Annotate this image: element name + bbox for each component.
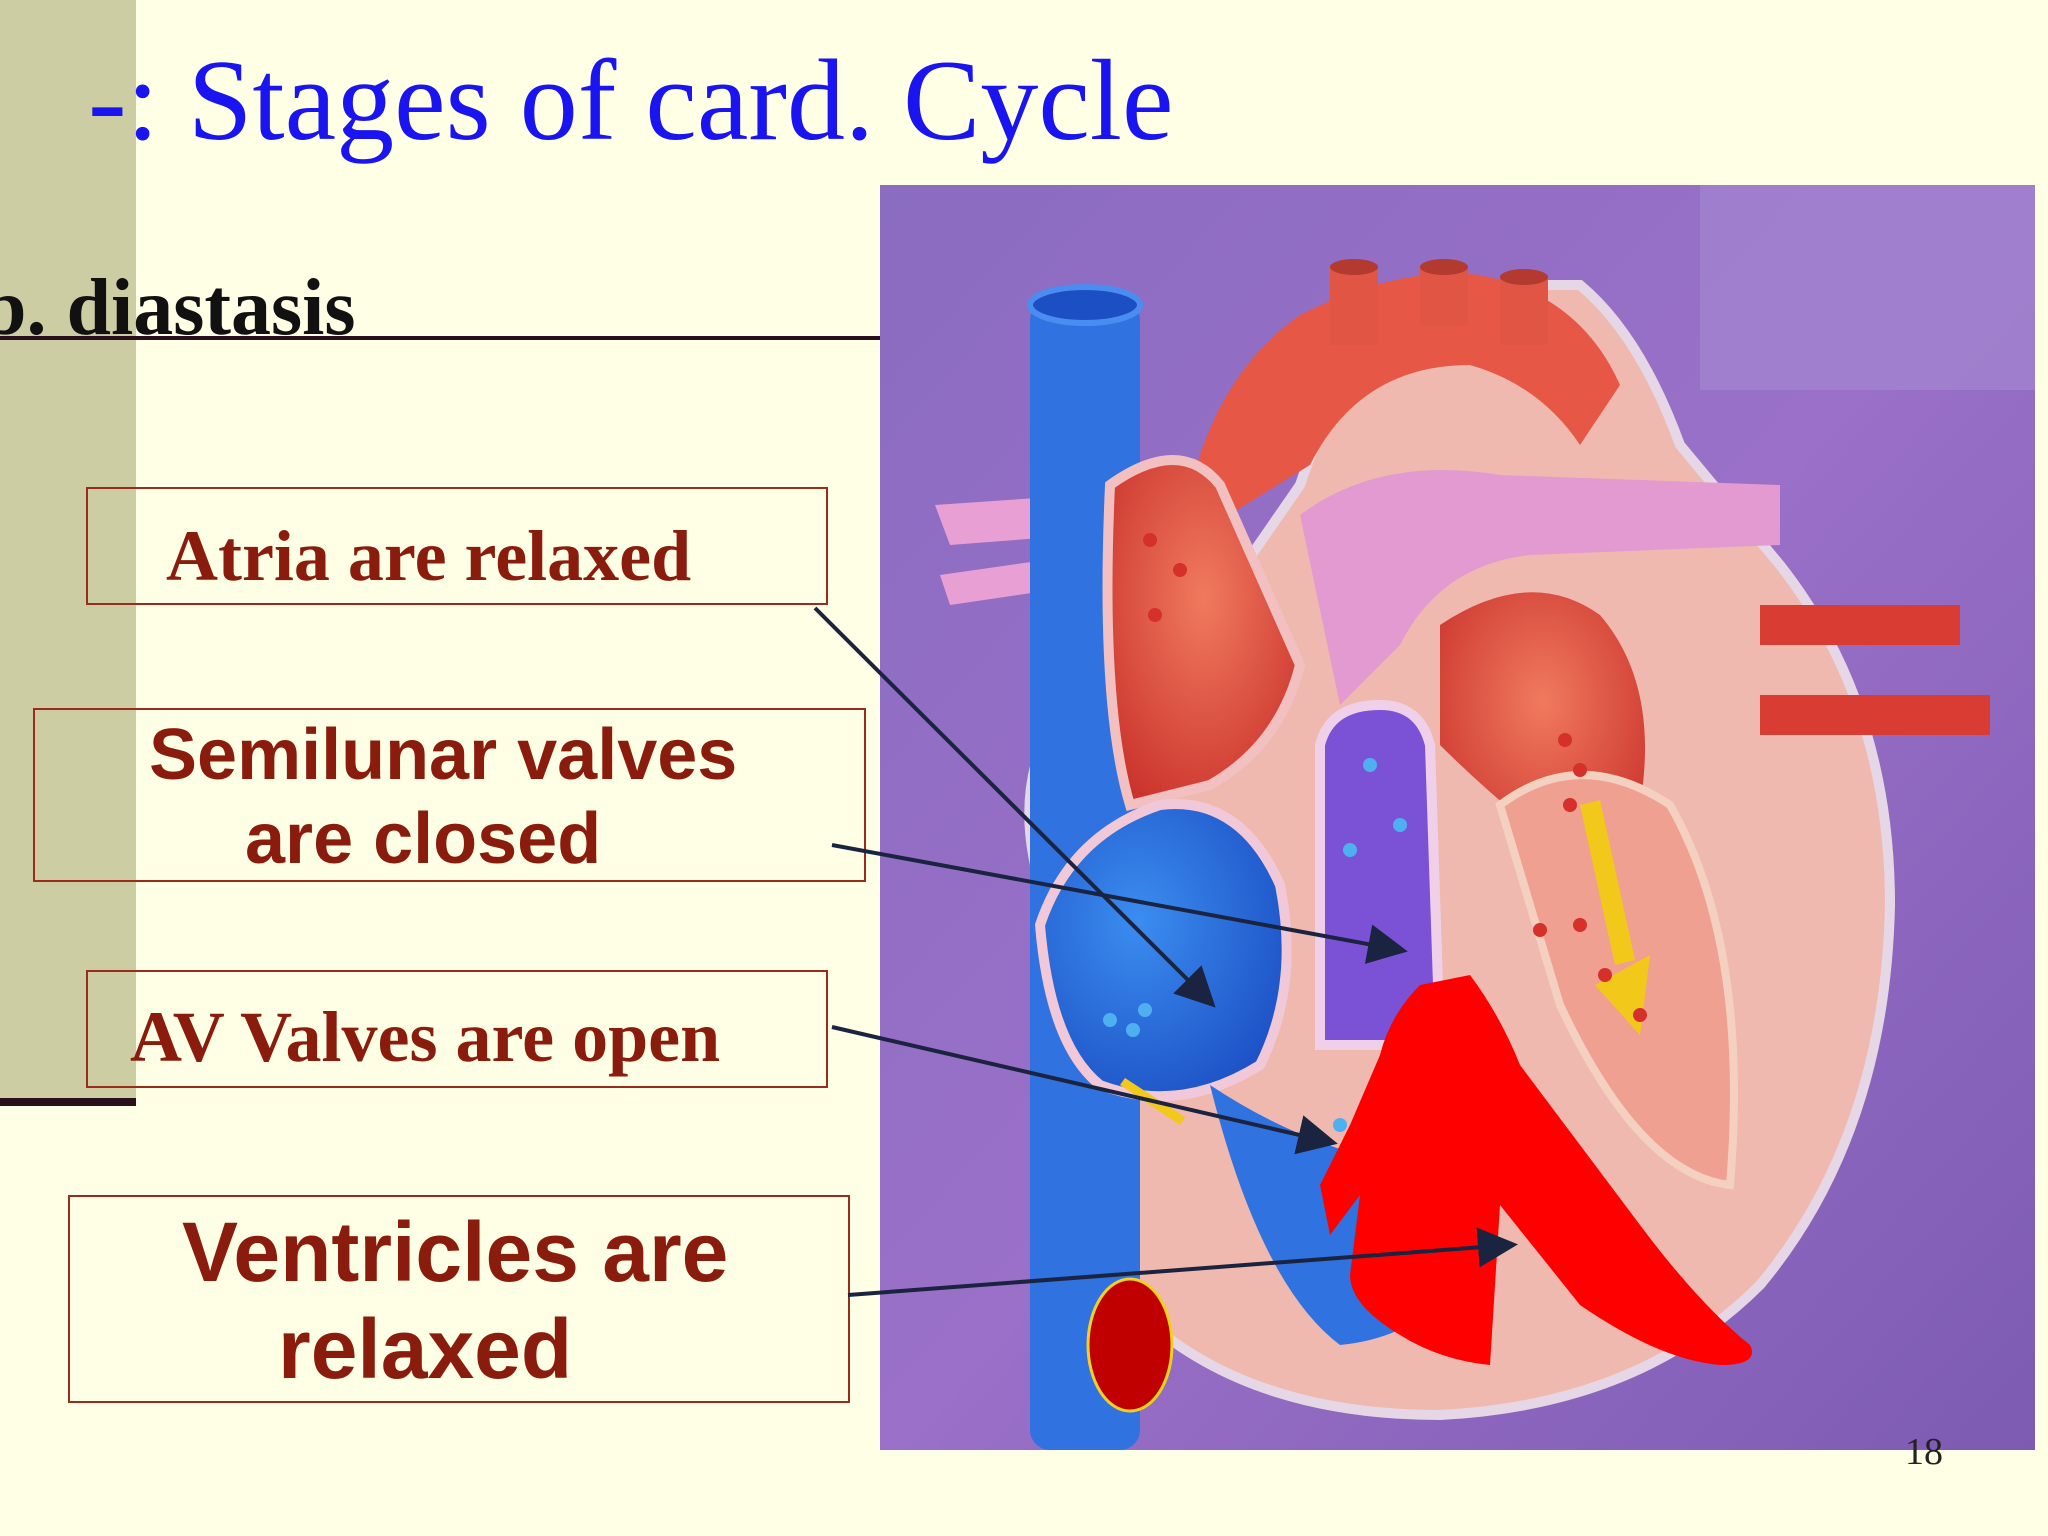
page-number: 18 xyxy=(1905,1431,1943,1473)
slide-sidebar xyxy=(0,0,136,1100)
sidebar-divider xyxy=(0,1098,136,1106)
slide-subtitle: b. diastasis xyxy=(0,264,356,352)
semilunar-label-line1: Semilunar valves xyxy=(149,715,738,795)
semilunar-label-line2: are closed xyxy=(245,799,602,879)
ventricles-label-box: Ventricles are relaxed xyxy=(68,1195,850,1403)
atria-label-box: Atria are relaxed xyxy=(86,487,828,605)
semilunar-label-box: Semilunar valves are closed xyxy=(33,708,866,882)
slide-title: -: Stages of card. Cycle xyxy=(88,37,1174,165)
heart-illustration xyxy=(880,185,2035,1450)
ventricles-label-line2: relaxed xyxy=(278,1302,573,1396)
av-valves-label-box: AV Valves are open xyxy=(86,970,828,1088)
subtitle-underline xyxy=(0,336,880,340)
atria-label: Atria are relaxed xyxy=(166,516,692,596)
av-valves-label: AV Valves are open xyxy=(130,997,721,1077)
ventricles-label-line1: Ventricles are xyxy=(182,1205,729,1299)
